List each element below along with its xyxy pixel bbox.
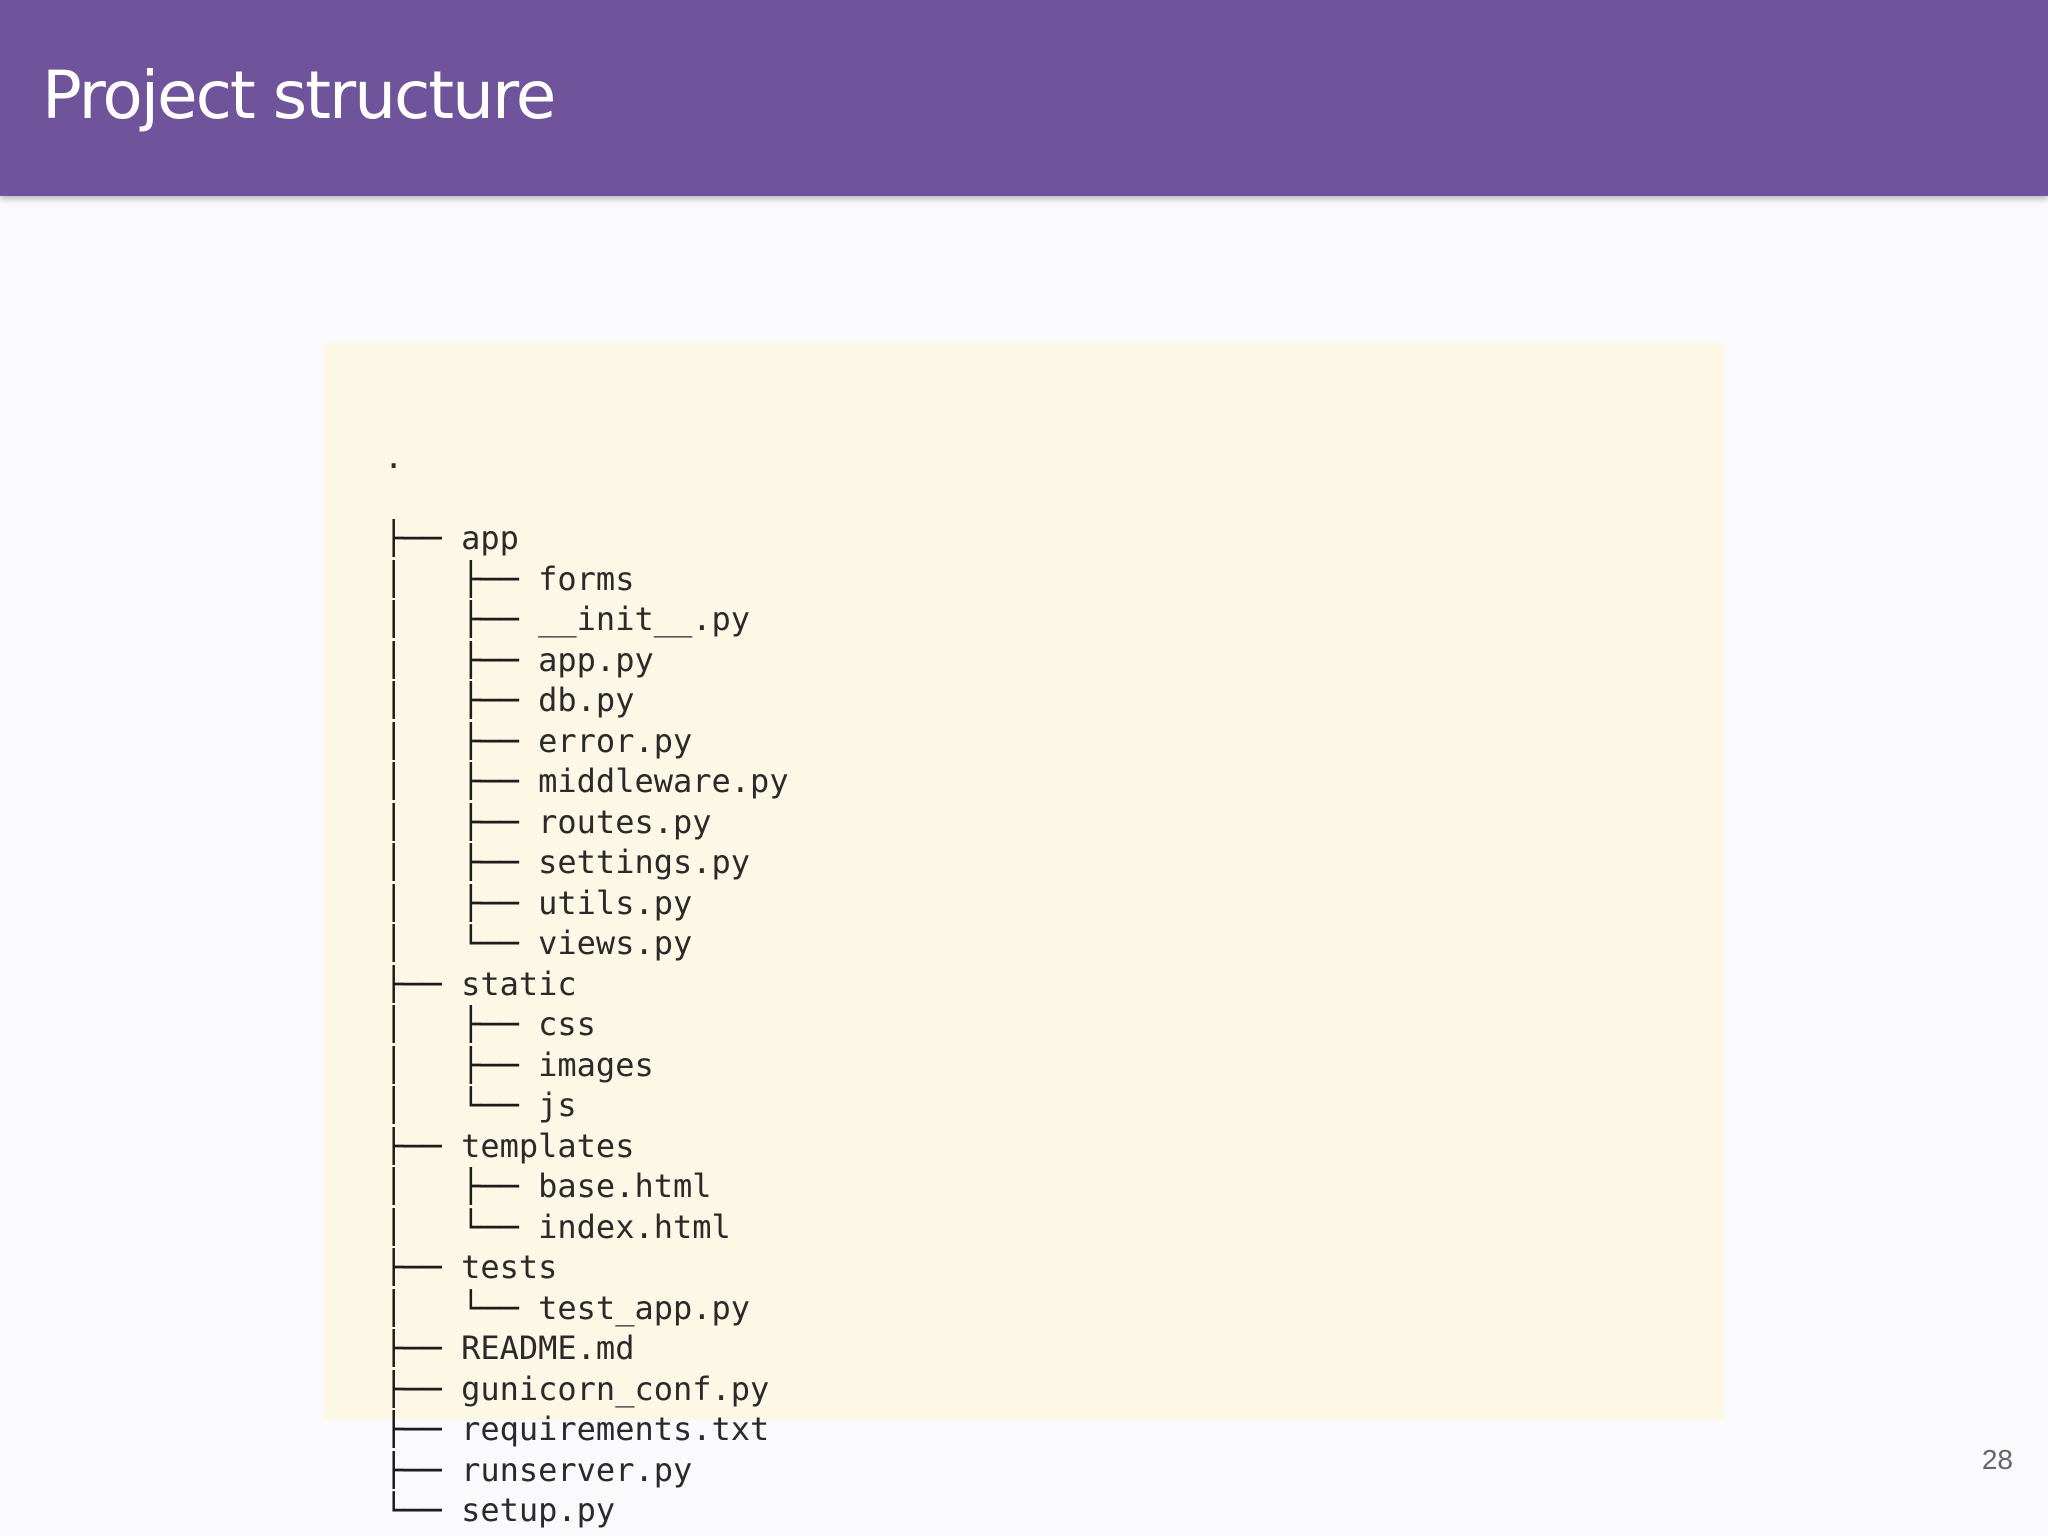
- code-block: [324, 343, 1724, 1420]
- tree-line: ├── static: [384, 964, 789, 1005]
- tree-guides: └──: [384, 1491, 462, 1529]
- tree-line: │ ├── app.py: [384, 640, 789, 681]
- tree-entry-name: app.py: [538, 640, 654, 679]
- tree-line: ├── templates: [384, 1126, 789, 1167]
- tree-line: ├── app: [384, 518, 789, 559]
- tree-guides: │ ├──: [384, 721, 539, 760]
- tree-entry-name: README.md: [461, 1329, 635, 1367]
- page-number: 28: [1981, 1444, 2013, 1475]
- tree-entry-name: settings.py: [538, 843, 751, 881]
- tree-line: │ ├── base.html: [384, 1166, 789, 1207]
- tree-guides: │ ├──: [384, 600, 539, 638]
- tree-guides: │ └──: [384, 924, 539, 962]
- tree-entry-name: test_app.py: [538, 1288, 751, 1327]
- tree-guides: │ └──: [384, 1207, 539, 1246]
- tree-guides: │ ├──: [384, 883, 539, 922]
- tree-entry-name: db.py: [538, 681, 635, 719]
- tree-guides: │ ├──: [384, 640, 539, 679]
- tree-line: │ └── js: [384, 1085, 789, 1126]
- tree-line: ├── requirements.txt: [384, 1409, 789, 1450]
- tree-guides: │ ├──: [384, 1167, 539, 1205]
- tree-guides: ├──: [384, 519, 462, 557]
- tree-line: │ ├── settings.py: [384, 842, 789, 883]
- tree-entry-name: runserver.py: [461, 1450, 693, 1489]
- tree-guides: │ ├──: [384, 1045, 539, 1084]
- tree-line: │ ├── error.py: [384, 721, 789, 762]
- tree-entry-name: css: [538, 1005, 596, 1043]
- tree-line: │ ├── __init__.py: [384, 599, 789, 640]
- tree-guides: ├──: [384, 964, 462, 1003]
- tree-entry-name: routes.py: [538, 802, 712, 841]
- tree-guides: │ └──: [384, 1086, 539, 1124]
- tree-guides: ├──: [384, 1126, 462, 1165]
- tree-line: │ ├── forms: [384, 559, 789, 600]
- tree-entry-name: requirements.txt: [461, 1410, 770, 1448]
- tree-entry-name: views.py: [538, 924, 693, 962]
- tree-line: │ └── test_app.py: [384, 1288, 789, 1329]
- tree-entry-name: __init__.py: [538, 600, 751, 638]
- tree-guides: │ ├──: [384, 1005, 539, 1043]
- tree-line: └── setup.py: [384, 1490, 789, 1531]
- tree-entry-name: middleware.py: [538, 762, 789, 800]
- tree-line: │ ├── css: [384, 1004, 789, 1045]
- tree-line: │ ├── routes.py: [384, 802, 789, 843]
- tree-guides: │ └──: [384, 1288, 539, 1327]
- tree-line: ├── runserver.py: [384, 1450, 789, 1491]
- tree-entry-name: static: [461, 964, 577, 1003]
- tree-entry-name: tests: [461, 1248, 558, 1286]
- tree-entry-name: images: [538, 1045, 654, 1084]
- tree-entry-name: setup.py: [461, 1491, 616, 1529]
- tree-root-label: .: [384, 438, 404, 476]
- tree-entry-name: error.py: [538, 721, 693, 760]
- tree-guides: ├──: [384, 1369, 462, 1408]
- tree-guides: ├──: [384, 1410, 462, 1448]
- tree-entry-name: forms: [538, 559, 635, 598]
- slide-title: Project structure: [42, 57, 556, 134]
- tree-entry-name: base.html: [538, 1167, 712, 1205]
- tree-line: │ ├── db.py: [384, 680, 789, 721]
- tree-line: │ └── views.py: [384, 923, 789, 964]
- tree-guides: │ ├──: [384, 762, 539, 800]
- tree-line: │ └── index.html: [384, 1207, 789, 1248]
- tree-line: │ ├── middleware.py: [384, 761, 789, 802]
- tree-entry-name: js: [538, 1086, 577, 1124]
- tree-guides: ├──: [384, 1329, 462, 1367]
- tree-entry-name: app: [461, 519, 519, 557]
- tree-guides: │ ├──: [384, 681, 539, 719]
- slide-header: Project structure: [0, 0, 2048, 196]
- tree-guides: ├──: [384, 1248, 462, 1286]
- tree-guides: │ ├──: [384, 843, 539, 881]
- tree-root: .: [384, 437, 789, 478]
- tree-guides: │ ├──: [384, 559, 539, 598]
- tree-guides: │ ├──: [384, 802, 539, 841]
- tree-line: ├── tests: [384, 1247, 789, 1288]
- tree-entry-name: templates: [461, 1126, 635, 1165]
- tree-line: ├── gunicorn_conf.py: [384, 1369, 789, 1410]
- tree-entry-name: gunicorn_conf.py: [461, 1369, 770, 1408]
- tree-entry-name: utils.py: [538, 883, 693, 922]
- tree-line: ├── README.md: [384, 1328, 789, 1369]
- tree-line: │ ├── utils.py: [384, 883, 789, 924]
- directory-tree: . ├── app│ ├── forms│ ├── __init__.py│ ├…: [384, 356, 789, 1531]
- tree-entry-name: index.html: [538, 1207, 731, 1246]
- tree-line: │ ├── images: [384, 1045, 789, 1086]
- tree-guides: ├──: [384, 1450, 462, 1489]
